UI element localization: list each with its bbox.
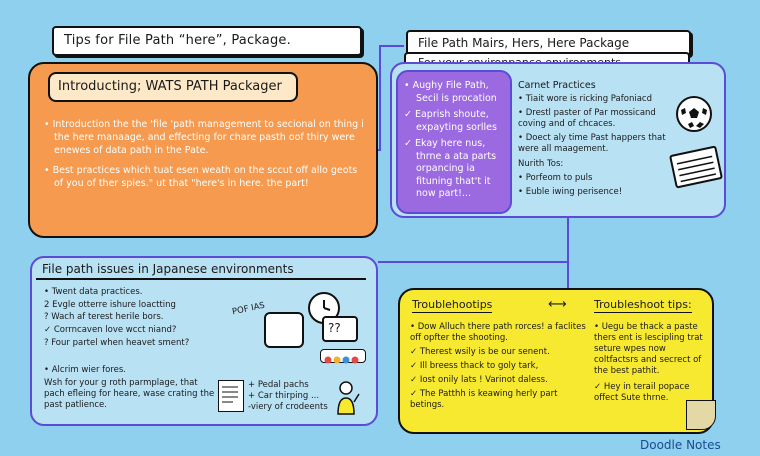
intro-body: • Introduction the the 'file 'path manag… (44, 118, 366, 197)
carnet-heading: Carnet Practices (518, 80, 596, 91)
purple-card: • Aughy File Path, Secil is procation ✓ … (396, 70, 512, 214)
tips-item: • Porfeom to puls (518, 173, 593, 183)
issues-extra-heading: • Alcrim wier fores. (44, 365, 127, 375)
pedal-item: + Pedal pachs (248, 380, 309, 390)
troubleshoot-heading-left: Troublehootips (412, 298, 493, 313)
issues-extra: • Alcrim wier fores. Wsh for your g roth… (44, 365, 219, 411)
troubleshoot-list-left: • Dow Alluch there path rorces! a faclit… (410, 322, 588, 414)
intro-paragraph-1: • Introduction the the 'file 'path manag… (44, 119, 364, 156)
intro-heading: Introducting; WATS PATH Packager (48, 72, 298, 102)
purple-item: ✓ Ekay here nus, thrne a ata parts orpan… (404, 138, 497, 199)
carnet-item: • Tiait wore is ricking Pafoniacd (518, 94, 652, 104)
troubleshoot-item: ✓ The Patthh is keawing herly part betin… (410, 389, 558, 410)
issues-item: ? Four partel when heavet sment? (44, 337, 190, 348)
troubleshoot-list-right: • Uegu be thack a paste thers ent is les… (594, 322, 710, 409)
troubleshoot-item: ✓ Hey in terail popace offect Sute thrne… (594, 382, 690, 403)
troubleshoot-item: • Uegu be thack a paste thers ent is les… (594, 322, 703, 376)
question-box-icon: ?? (322, 316, 358, 342)
color-dots-icon (320, 349, 366, 364)
right-title: File Path Mairs, Hers, Here Package (406, 30, 691, 56)
issues-item: ? Wach af terest herile bors. (44, 312, 164, 323)
main-title: Tips for File Path “here”, Package. (52, 26, 362, 56)
troubleshoot-item: ✓ Therest wsily is be our senent. (410, 347, 550, 357)
issues-item: • Twent data practices. (44, 287, 143, 297)
pedal-list: + Pedal pachs + Car thirping ... -viery … (248, 380, 358, 414)
book-stack-icon (668, 145, 724, 189)
brand-label: Doodle Notes (640, 438, 721, 452)
carnet-item: • Drestl paster of Par mossicand coving … (518, 108, 656, 129)
purple-item: • Aughy File Path, Secil is procation (404, 80, 497, 104)
page-curl-icon (686, 400, 716, 430)
intro-paragraph-2: • Best practices which tuat esen weath o… (44, 165, 358, 189)
double-arrow-icon: ⟷ (548, 297, 567, 312)
troubleshoot-item: • Dow Alluch there path rorces! a faclit… (410, 322, 586, 343)
issues-extra-text: Wsh for your g roth parmplage, that pach… (44, 378, 215, 410)
issues-heading: File path issues in Japanese environment… (36, 260, 366, 280)
person-icon (334, 380, 360, 416)
tips-heading: Nurith Tos: (518, 159, 564, 169)
pedal-item: + Car thirping ... (248, 391, 320, 402)
issues-card (30, 256, 378, 426)
purple-item: ✓ Eaprish shoute, expayting sorlles (404, 109, 497, 133)
issues-item: ✓ Corrncaven love wcct niand? (44, 325, 177, 336)
issues-list: • Twent data practices. 2 Evgle otterre … (44, 287, 214, 351)
troubleshoot-item: ✓ Iost onily lats ! Varinot daless. (410, 375, 548, 385)
tips-item: • Euble iwing perisence! (518, 187, 623, 197)
soccer-ball-icon (676, 96, 712, 132)
issues-item: 2 Evgle otterre ishure loactting (44, 299, 176, 310)
sticky-note-icon (264, 312, 304, 348)
troubleshoot-heading-right: Troubleshoot tips: (594, 298, 692, 313)
carnet-practices: Carnet Practices • Tiait wore is ricking… (518, 80, 668, 201)
document-icon (218, 380, 244, 412)
troubleshoot-item: ✓ Ill breess thack to goly tark, (410, 361, 539, 371)
carnet-item: • Doect aly time Past happers that were … (518, 133, 666, 154)
pedal-item: -viery of crodeents (248, 402, 328, 413)
